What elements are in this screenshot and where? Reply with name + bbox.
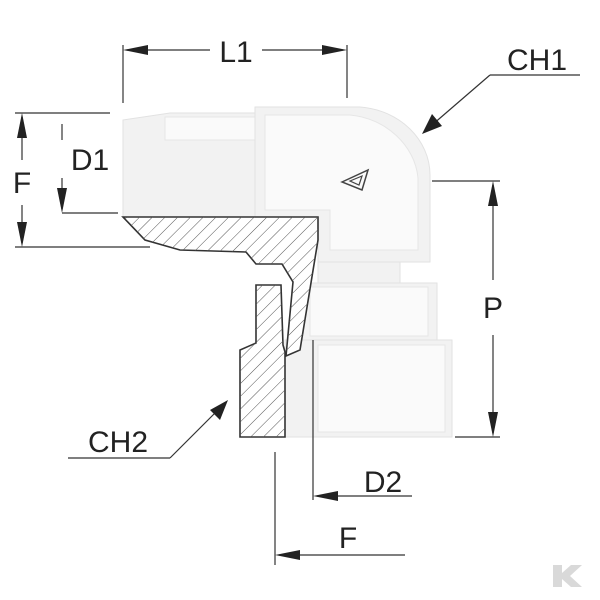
label-l1: L1 (219, 36, 252, 69)
label-f-top: F (13, 167, 31, 200)
arrow-icon (488, 412, 498, 437)
section-cut (121, 216, 319, 438)
elbow-body (122, 106, 453, 438)
label-p: P (483, 292, 503, 325)
dimension-lines (15, 45, 580, 565)
arrow-icon (210, 400, 228, 420)
arrow-icon (123, 45, 148, 55)
dimension-labels: L1 CH1 D1 F P CH2 D2 F (13, 36, 567, 555)
label-d2: D2 (364, 466, 402, 499)
arrow-icon (275, 550, 300, 560)
label-ch1: CH1 (507, 44, 567, 77)
label-f-bottom: F (339, 522, 357, 555)
label-ch2: CH2 (88, 426, 148, 459)
arrow-icon (322, 45, 347, 55)
brand-triangle-icon (340, 168, 370, 192)
arrow-icon (488, 181, 498, 206)
label-d1: D1 (71, 144, 109, 177)
arrow-icon (422, 114, 442, 134)
arrow-icon (17, 222, 27, 247)
arrow-icon (57, 188, 67, 213)
arrow-icon (313, 491, 338, 501)
watermark-logo-icon (553, 565, 582, 587)
arrow-icon (17, 113, 27, 138)
